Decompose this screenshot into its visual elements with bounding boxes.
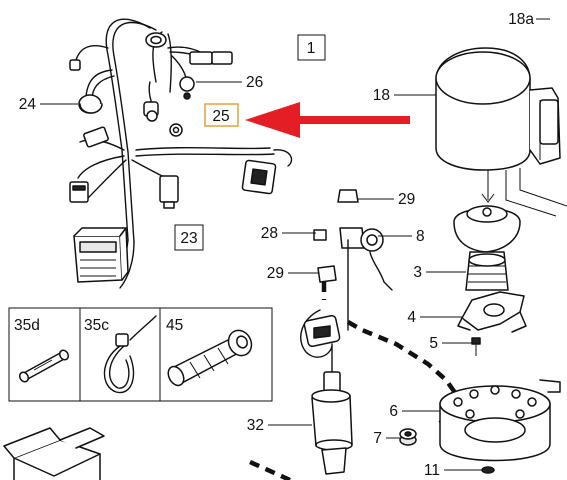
connector-45 bbox=[167, 329, 253, 387]
callout-35d: 35d bbox=[14, 317, 40, 334]
callout-45: 45 bbox=[166, 317, 183, 334]
bracket-4 bbox=[457, 291, 527, 333]
callout-8: 8 bbox=[416, 228, 425, 245]
callout-24: 24 bbox=[19, 96, 37, 113]
callout-11: 11 bbox=[424, 462, 440, 479]
highlight-box-25 bbox=[204, 103, 239, 127]
callout-32: 32 bbox=[247, 417, 264, 434]
tube-assembly bbox=[313, 139, 393, 331]
callout-18: 18 bbox=[373, 87, 390, 104]
callout-35c: 35c bbox=[84, 317, 109, 334]
component-32 bbox=[249, 309, 353, 480]
nut-11 bbox=[481, 466, 495, 474]
cable-tie-35c bbox=[103, 315, 157, 394]
callout-7: 7 bbox=[373, 430, 382, 447]
callout-26: 26 bbox=[246, 74, 263, 91]
callout-4: 4 bbox=[407, 309, 416, 326]
screw-5 bbox=[471, 337, 481, 356]
motor-18 bbox=[435, 47, 567, 217]
callout-1: 1 bbox=[307, 40, 316, 57]
fuse-35d bbox=[18, 349, 70, 383]
callout-5: 5 bbox=[429, 335, 438, 352]
inset-panel bbox=[8, 307, 273, 402]
callout-28: 28 bbox=[261, 225, 278, 242]
callout-29b: 29 bbox=[267, 265, 284, 282]
red-arrow bbox=[245, 102, 410, 138]
callout-18a: 18a bbox=[508, 11, 534, 28]
callout-3: 3 bbox=[413, 264, 422, 281]
callout-29a: 29 bbox=[398, 191, 415, 208]
wiring-harness bbox=[69, 18, 293, 289]
callout-25: 25 bbox=[212, 108, 229, 125]
housing-6 bbox=[439, 379, 561, 462]
callout-23: 23 bbox=[180, 230, 197, 247]
box-partial bbox=[3, 427, 105, 480]
grommet-7 bbox=[399, 428, 417, 446]
impeller-3 bbox=[453, 205, 521, 291]
callout-6: 6 bbox=[389, 403, 398, 420]
